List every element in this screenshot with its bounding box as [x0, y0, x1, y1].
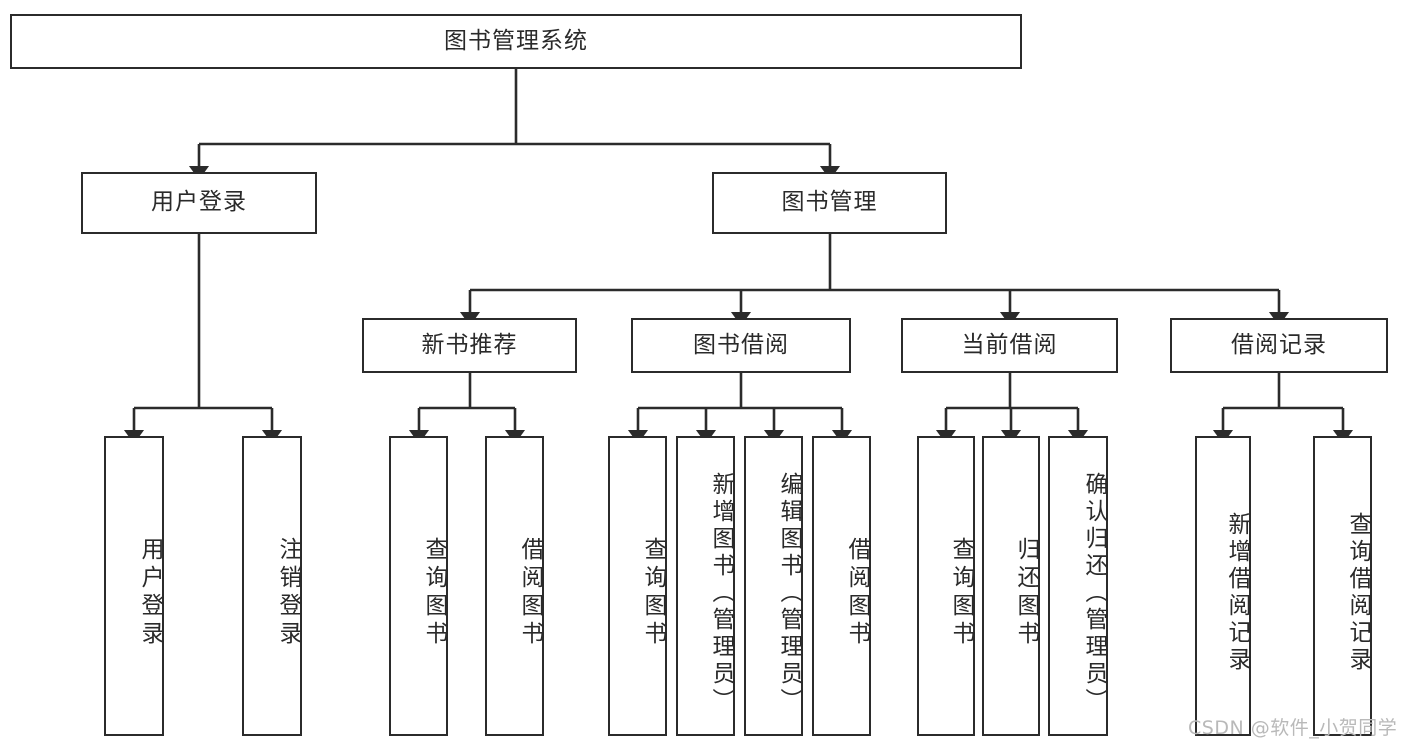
node-new-book-rec[interactable]: 新书推荐 [362, 318, 577, 373]
node-current-borrow[interactable]: 当前借阅 [901, 318, 1118, 373]
node-label: 新增图书（管理员） [708, 471, 734, 715]
node-label: 确认归还（管理员） [1081, 471, 1107, 715]
node-leaf-user-login[interactable]: 用户登录 [104, 436, 164, 736]
node-label: 查询图书 [421, 537, 447, 649]
node-label: 查询借阅记录 [1345, 512, 1371, 674]
node-label: 注销登录 [275, 537, 301, 649]
node-leaf-confirm-return[interactable]: 确认归还（管理员） [1048, 436, 1108, 736]
node-label: 编辑图书（管理员） [776, 471, 802, 715]
watermark-text: CSDN @软件_小贺同学 [1188, 717, 1398, 739]
node-label: 新增借阅记录 [1224, 512, 1250, 674]
node-book-borrow[interactable]: 图书借阅 [631, 318, 851, 373]
node-label: 图书管理 [781, 189, 878, 216]
node-leaf-return-book[interactable]: 归还图书 [982, 436, 1040, 736]
node-leaf-query-book-1[interactable]: 查询图书 [389, 436, 448, 736]
node-label: 借阅图书 [517, 537, 543, 649]
node-label: 新书推荐 [421, 331, 518, 358]
node-leaf-borrow-book-1[interactable]: 借阅图书 [485, 436, 544, 736]
node-label: 当前借阅 [961, 331, 1058, 358]
node-root[interactable]: 图书管理系统 [10, 14, 1022, 69]
node-label: 查询图书 [948, 537, 974, 649]
node-leaf-query-book-3[interactable]: 查询图书 [917, 436, 975, 736]
node-label: 归还图书 [1013, 537, 1039, 649]
node-leaf-query-record[interactable]: 查询借阅记录 [1313, 436, 1372, 736]
node-leaf-borrow-book-2[interactable]: 借阅图书 [812, 436, 871, 736]
node-label: 用户登录 [137, 537, 163, 649]
node-label: 图书借阅 [693, 331, 789, 358]
node-label: 用户登录 [151, 189, 247, 216]
node-leaf-add-book[interactable]: 新增图书（管理员） [676, 436, 735, 736]
node-leaf-edit-book[interactable]: 编辑图书（管理员） [744, 436, 803, 736]
node-leaf-add-record[interactable]: 新增借阅记录 [1195, 436, 1251, 736]
node-label: 借阅图书 [844, 537, 870, 649]
node-leaf-user-logout[interactable]: 注销登录 [242, 436, 302, 736]
node-leaf-query-book-2[interactable]: 查询图书 [608, 436, 667, 736]
node-borrow-record[interactable]: 借阅记录 [1170, 318, 1388, 373]
node-label: 借阅记录 [1231, 331, 1327, 358]
node-book-manage[interactable]: 图书管理 [712, 172, 947, 234]
node-label: 查询图书 [640, 537, 666, 649]
node-user-login[interactable]: 用户登录 [81, 172, 317, 234]
node-label: 图书管理系统 [444, 27, 588, 54]
